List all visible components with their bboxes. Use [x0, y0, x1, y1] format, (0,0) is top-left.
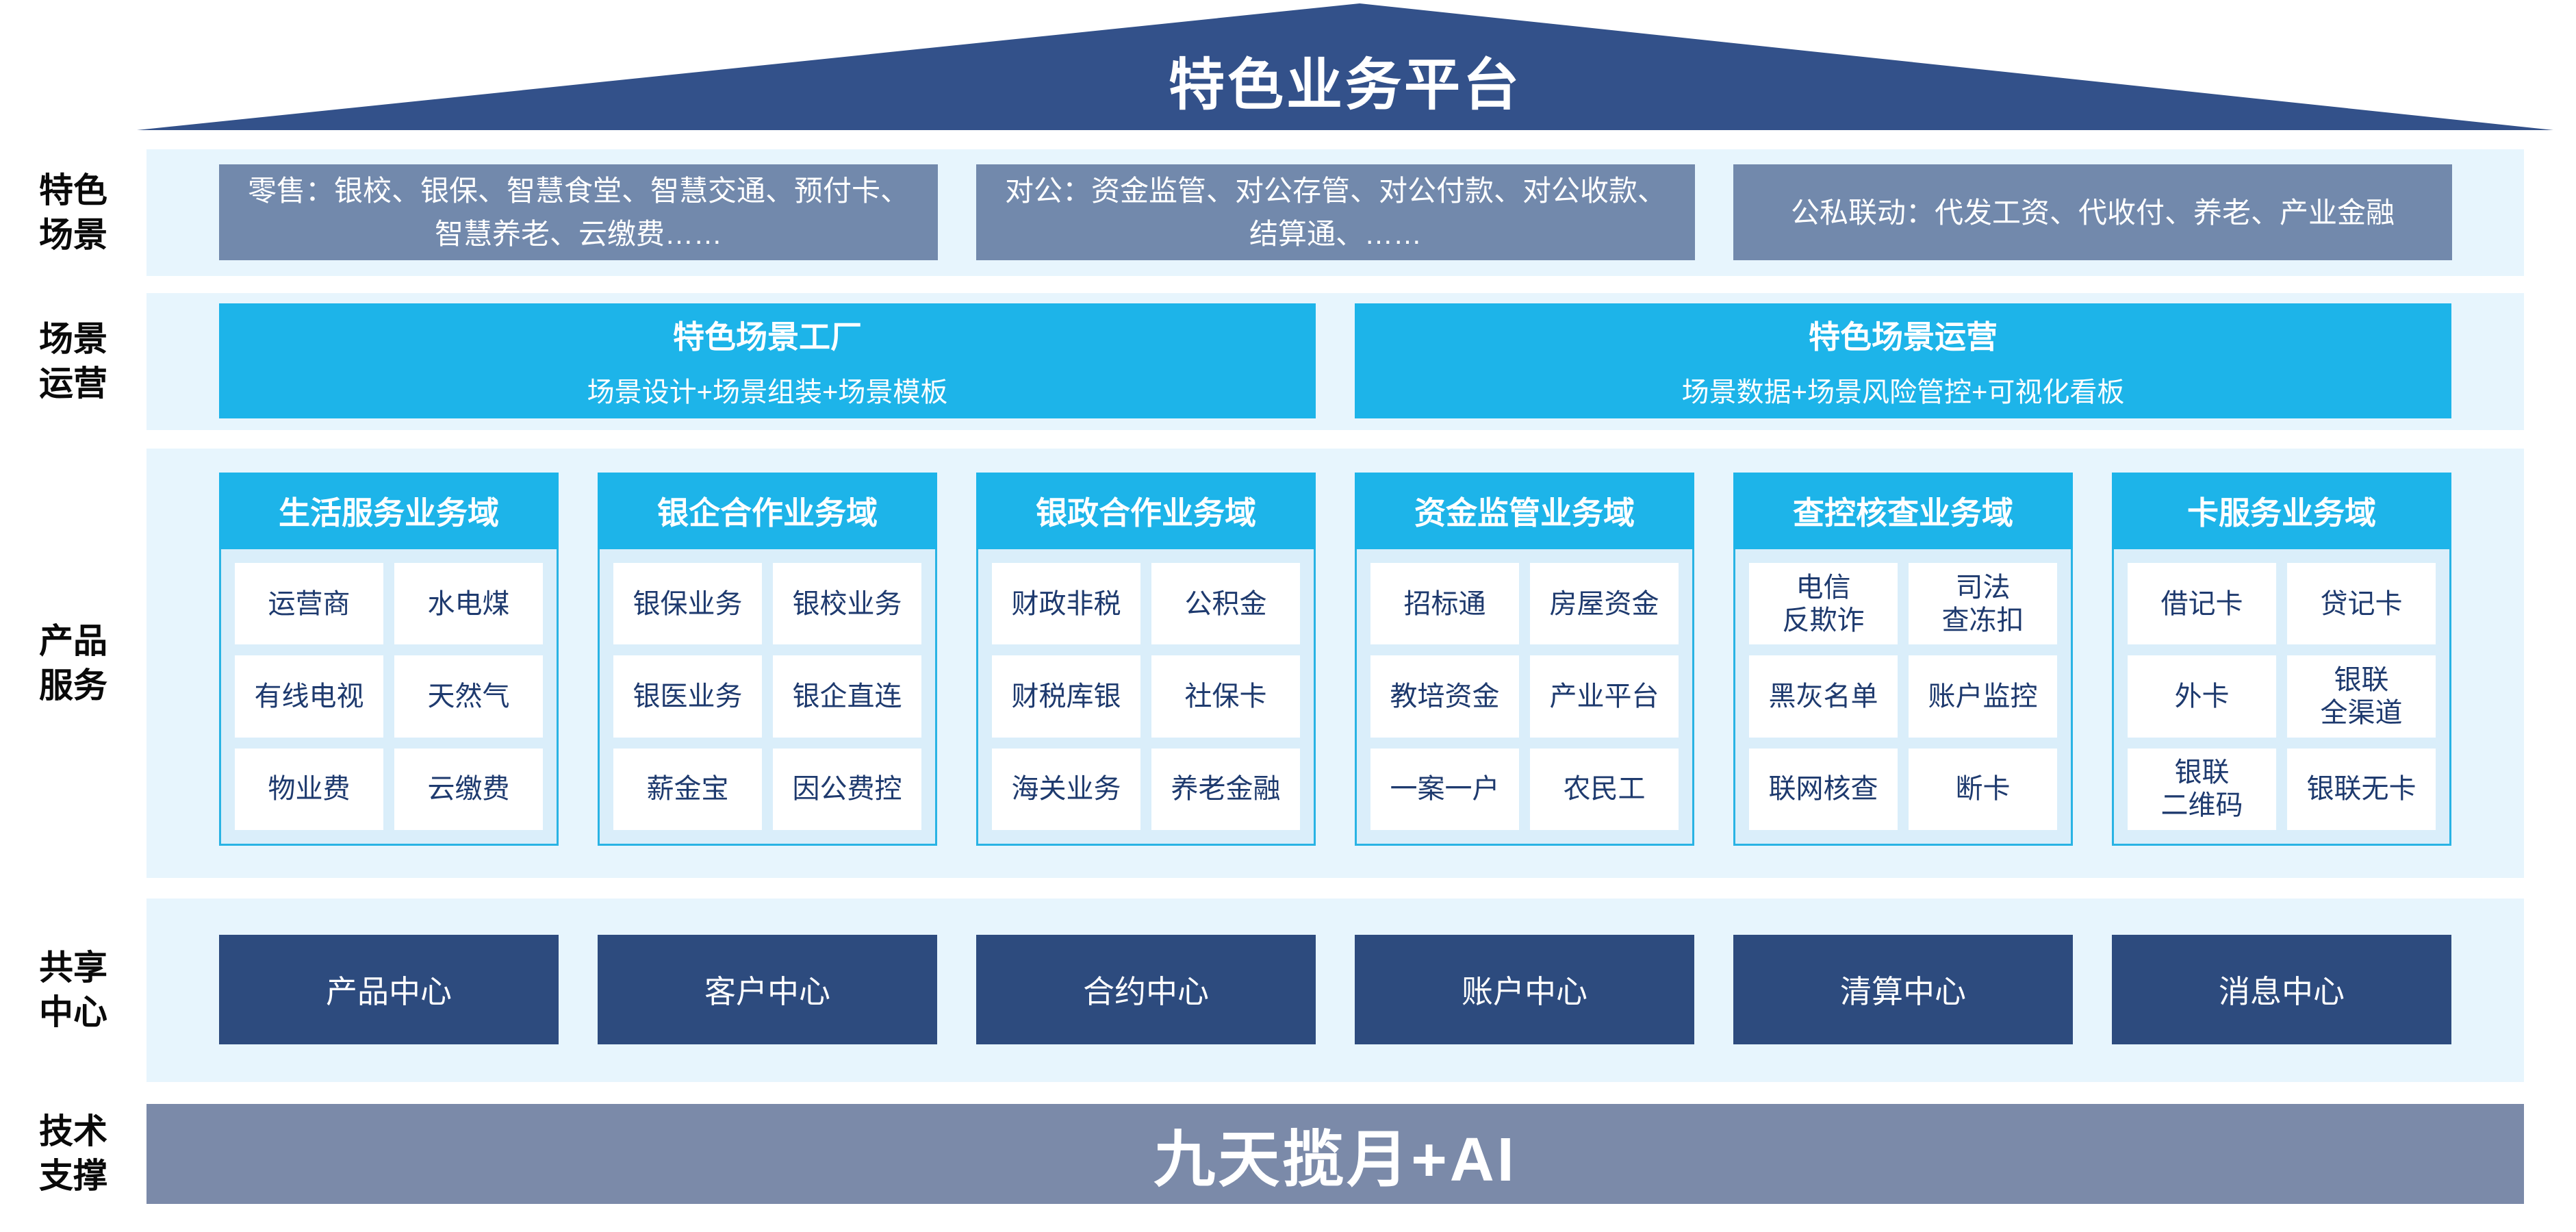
domain-item: 有线电视 — [235, 655, 383, 738]
scene-band: 零售：银校、银保、智慧食堂、智慧交通、预付卡、智慧养老、云缴费…… 对公：资金监… — [146, 149, 2524, 276]
roof-banner: 特色业务平台 — [137, 3, 2553, 130]
domain-item: 银校业务 — [773, 563, 921, 645]
op-box-scene-factory: 特色场景工厂 场景设计+场景组装+场景模板 — [219, 303, 1316, 418]
domain-item: 教培资金 — [1370, 655, 1519, 738]
domain-card-body: 电信 反欺诈 司法 查冻扣 黑灰名单 账户监控 联网核查 断卡 — [1733, 549, 2073, 846]
op-box-title: 特色场景运营 — [1809, 319, 1998, 355]
domain-card-body: 银保业务 银校业务 银医业务 银企直连 薪金宝 因公费控 — [598, 549, 937, 846]
op-box-title: 特色场景工厂 — [673, 319, 862, 355]
domain-card-header: 银企合作业务域 — [598, 473, 937, 549]
domain-item: 外卡 — [2128, 655, 2276, 738]
scene-box-corporate: 对公：资金监管、对公存管、对公付款、对公收款、结算通、…… — [976, 164, 1695, 260]
domain-item: 农民工 — [1530, 748, 1679, 830]
side-label-product: 产品 服务 — [39, 621, 107, 705]
domain-item: 产业平台 — [1530, 655, 1679, 738]
domain-card-header: 查控核查业务域 — [1733, 473, 2073, 549]
domain-item: 一案一户 — [1370, 748, 1519, 830]
domain-card-card-service: 卡服务业务域 借记卡 贷记卡 外卡 银联 全渠道 银联 二维码 银联无卡 — [2112, 473, 2451, 846]
domain-item: 贷记卡 — [2287, 563, 2436, 645]
domain-item: 天然气 — [394, 655, 543, 738]
domain-card-body: 财政非税 公积金 财税库银 社保卡 海关业务 养老金融 — [976, 549, 1316, 846]
domain-card-body: 运营商 水电煤 有线电视 天然气 物业费 云缴费 — [219, 549, 559, 846]
center-box-contract: 合约中心 — [976, 935, 1316, 1044]
domain-card-header: 银政合作业务域 — [976, 473, 1316, 549]
center-box-customer: 客户中心 — [598, 935, 937, 1044]
side-label-tech: 技术 支撑 — [39, 1112, 107, 1195]
side-label-operation: 场景 运营 — [39, 320, 107, 403]
domain-item: 因公费控 — [773, 748, 921, 830]
domain-item: 养老金融 — [1151, 748, 1300, 830]
domain-item: 断卡 — [1909, 748, 2057, 830]
domain-item: 海关业务 — [992, 748, 1140, 830]
domain-item: 司法 查冻扣 — [1909, 563, 2057, 645]
domain-card-bank-enterprise: 银企合作业务域 银保业务 银校业务 银医业务 银企直连 薪金宝 因公费控 — [598, 473, 937, 846]
domain-card-body: 招标通 房屋资金 教培资金 产业平台 一案一户 农民工 — [1355, 549, 1694, 846]
domain-card-fund-supervision: 资金监管业务域 招标通 房屋资金 教培资金 产业平台 一案一户 农民工 — [1355, 473, 1694, 846]
domain-item: 黑灰名单 — [1749, 655, 1898, 738]
domain-item: 运营商 — [235, 563, 383, 645]
domain-card-inquiry-control: 查控核查业务域 电信 反欺诈 司法 查冻扣 黑灰名单 账户监控 联网核查 断卡 — [1733, 473, 2073, 846]
domain-card-body: 借记卡 贷记卡 外卡 银联 全渠道 银联 二维码 银联无卡 — [2112, 549, 2451, 846]
domain-item: 银保业务 — [613, 563, 762, 645]
domain-card-bank-government: 银政合作业务域 财政非税 公积金 财税库银 社保卡 海关业务 养老金融 — [976, 473, 1316, 846]
domain-item: 财税库银 — [992, 655, 1140, 738]
domain-item: 招标通 — [1370, 563, 1519, 645]
center-box-message: 消息中心 — [2112, 935, 2451, 1044]
domain-card-life-service: 生活服务业务域 运营商 水电煤 有线电视 天然气 物业费 云缴费 — [219, 473, 559, 846]
domain-item: 公积金 — [1151, 563, 1300, 645]
op-box-subtitle: 场景设计+场景组装+场景模板 — [587, 377, 948, 407]
domain-item: 联网核查 — [1749, 748, 1898, 830]
domain-item: 社保卡 — [1151, 655, 1300, 738]
domain-card-header: 卡服务业务域 — [2112, 473, 2451, 549]
domain-item: 电信 反欺诈 — [1749, 563, 1898, 645]
side-label-shared: 共享 中心 — [39, 948, 107, 1031]
domain-item: 账户监控 — [1909, 655, 2057, 738]
domain-item: 借记卡 — [2128, 563, 2276, 645]
domain-item: 房屋资金 — [1530, 563, 1679, 645]
shared-band: 产品中心 客户中心 合约中心 账户中心 清算中心 消息中心 — [146, 898, 2524, 1082]
domain-item: 薪金宝 — [613, 748, 762, 830]
op-box-scene-operation: 特色场景运营 场景数据+场景风险管控+可视化看板 — [1355, 303, 2451, 418]
domain-item: 物业费 — [235, 748, 383, 830]
scene-box-retail: 零售：银校、银保、智慧食堂、智慧交通、预付卡、智慧养老、云缴费…… — [219, 164, 938, 260]
domain-item: 银联 全渠道 — [2287, 655, 2436, 738]
domain-item: 水电煤 — [394, 563, 543, 645]
scene-box-public-private: 公私联动：代发工资、代收付、养老、产业金融 — [1733, 164, 2452, 260]
operation-band: 特色场景工厂 场景设计+场景组装+场景模板 特色场景运营 场景数据+场景风险管控… — [146, 293, 2524, 430]
side-label-scene: 特色 场景 — [39, 171, 107, 254]
center-box-product: 产品中心 — [219, 935, 559, 1044]
domain-item: 银联 二维码 — [2128, 748, 2276, 830]
domain-card-header: 资金监管业务域 — [1355, 473, 1694, 549]
tech-support-banner: 九天揽月+AI — [146, 1104, 2524, 1204]
platform-title: 特色业务平台 — [1168, 54, 1522, 116]
center-box-account: 账户中心 — [1355, 935, 1694, 1044]
domain-item: 云缴费 — [394, 748, 543, 830]
domain-item: 银企直连 — [773, 655, 921, 738]
product-band: 生活服务业务域 运营商 水电煤 有线电视 天然气 物业费 云缴费 银企合作业务域… — [146, 449, 2524, 878]
domain-item: 银医业务 — [613, 655, 762, 738]
center-box-clearing: 清算中心 — [1733, 935, 2073, 1044]
op-box-subtitle: 场景数据+场景风险管控+可视化看板 — [1681, 377, 2125, 407]
domain-card-header: 生活服务业务域 — [219, 473, 559, 549]
domain-item: 银联无卡 — [2287, 748, 2436, 830]
domain-item: 财政非税 — [992, 563, 1140, 645]
